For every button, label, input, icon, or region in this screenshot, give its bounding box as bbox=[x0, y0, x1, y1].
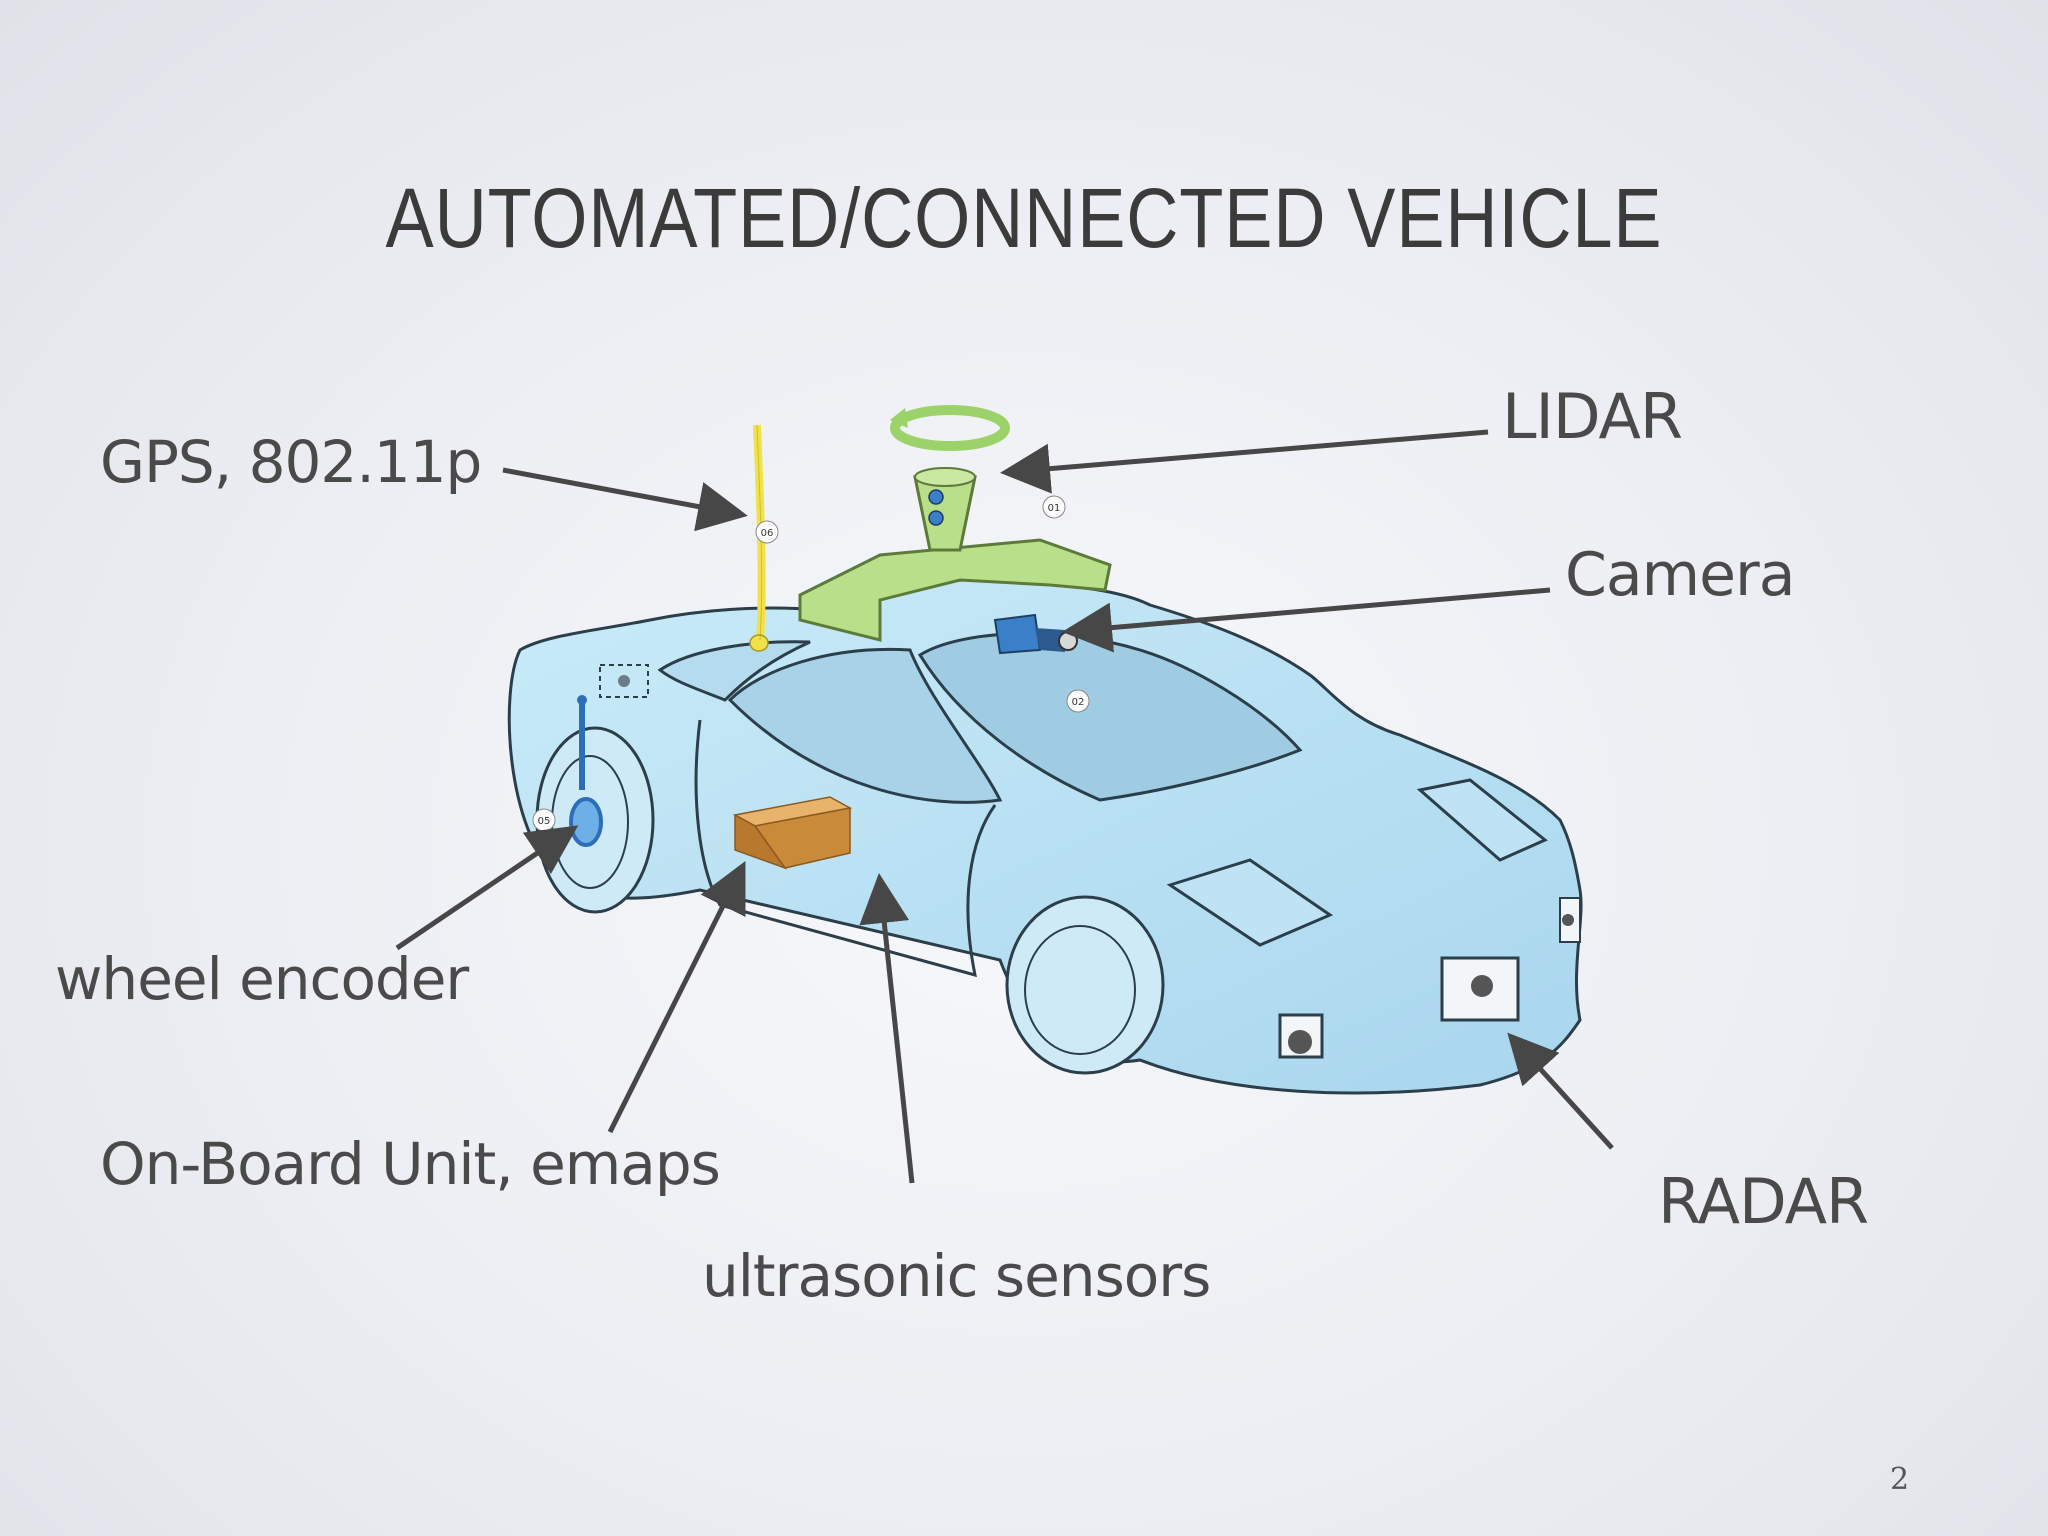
radar-units bbox=[1278, 897, 1581, 1059]
label-camera: Camera bbox=[1565, 540, 1795, 610]
roof-rack bbox=[798, 538, 1112, 642]
obu-box bbox=[732, 796, 853, 870]
front-wheel bbox=[1005, 895, 1165, 1075]
wheel-encoder-unit bbox=[569, 695, 603, 847]
lidar-unit bbox=[890, 405, 1010, 552]
svg-text:01: 01 bbox=[1048, 503, 1061, 514]
marker-01: 01 bbox=[1042, 495, 1066, 519]
label-ultrasonic: ultrasonic sensors bbox=[702, 1242, 1211, 1310]
svg-text:02: 02 bbox=[1072, 697, 1085, 708]
callout-arrows bbox=[395, 429, 1614, 1184]
marker-06: 06 bbox=[755, 520, 779, 544]
label-radar: RADAR bbox=[1658, 1165, 1869, 1238]
page-number: 2 bbox=[1890, 1462, 1910, 1497]
camera-arrow bbox=[1062, 587, 1551, 653]
obu-arrow bbox=[607, 861, 746, 1134]
marker-02: 02 bbox=[1066, 689, 1090, 713]
label-gps: GPS, 802.11p bbox=[100, 428, 482, 496]
ultrasonic-arrow bbox=[859, 873, 915, 1184]
marker-05: 05 bbox=[532, 808, 556, 832]
wheel-encoder-arrow bbox=[395, 825, 579, 951]
slide-title: AUTOMATED/CONNECTED VEHICLE bbox=[385, 171, 1663, 265]
label-lidar: LIDAR bbox=[1502, 380, 1683, 453]
gps-arrow bbox=[502, 467, 748, 532]
rear-window bbox=[657, 640, 811, 702]
side-window bbox=[727, 647, 1003, 804]
lidar-arrow bbox=[1000, 429, 1489, 494]
radar-arrow bbox=[1507, 1032, 1614, 1150]
label-wheel-encoder: wheel encoder bbox=[55, 945, 469, 1013]
svg-text:06: 06 bbox=[761, 528, 774, 539]
label-obu: On-Board Unit, emaps bbox=[100, 1130, 721, 1198]
svg-text:05: 05 bbox=[538, 816, 551, 827]
